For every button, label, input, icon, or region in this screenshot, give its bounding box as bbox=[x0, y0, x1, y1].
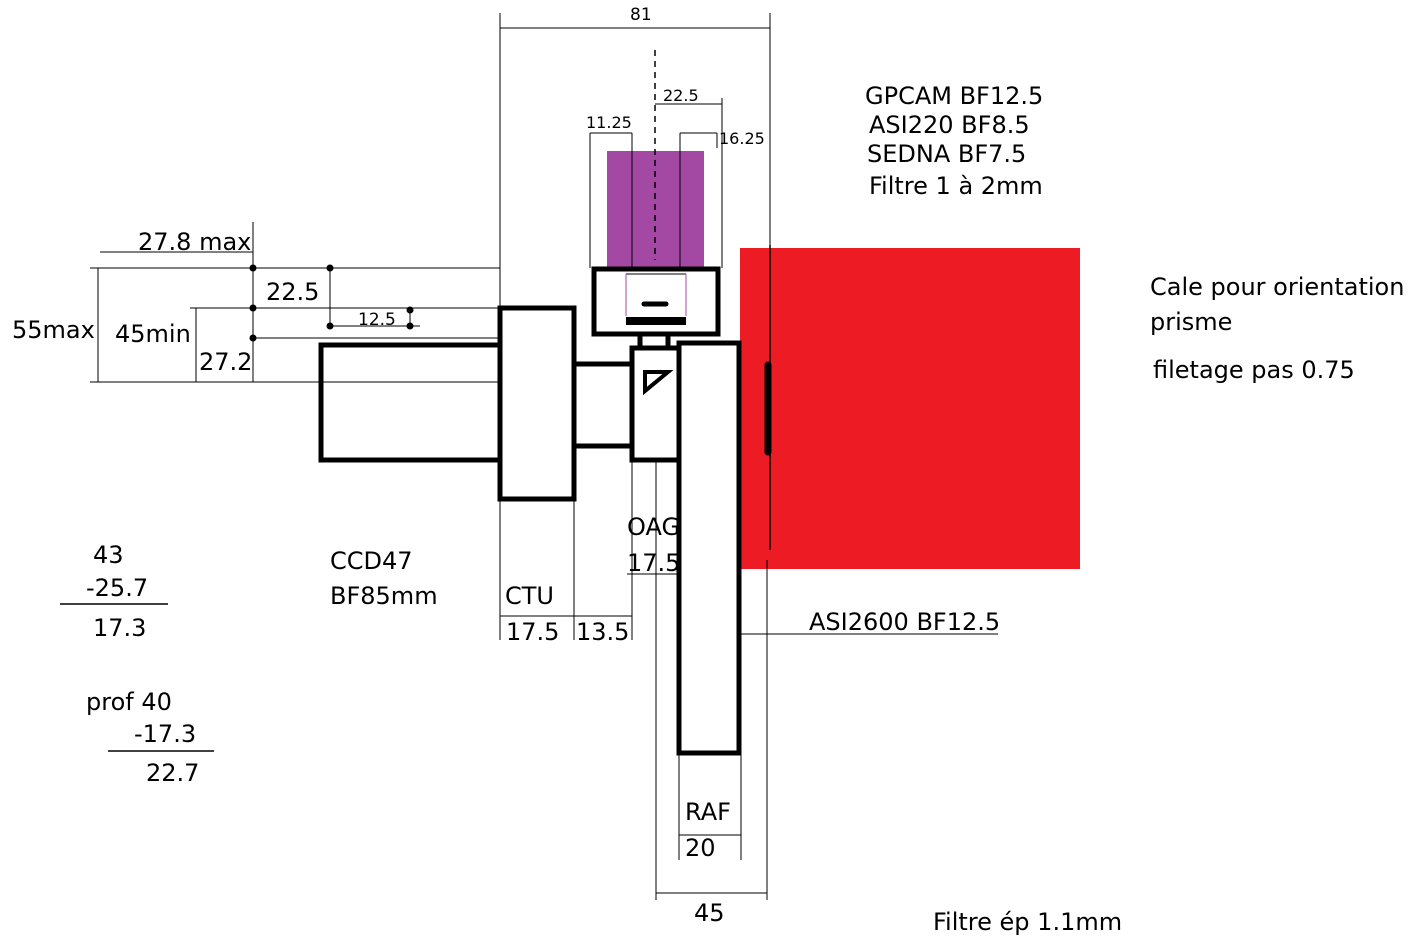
red-shim-block bbox=[740, 248, 1080, 569]
dim-22-5-top-label: 22.5 bbox=[663, 86, 699, 105]
dim-55max-label: 55max bbox=[12, 316, 95, 344]
dim-16-25-label: 16.25 bbox=[719, 129, 765, 148]
ccd47-camera-body bbox=[318, 342, 503, 463]
ctu-dim-label: 17.5 bbox=[506, 618, 559, 646]
filetage-note: filetage pas 0.75 bbox=[1153, 356, 1355, 384]
raf-block bbox=[676, 340, 742, 756]
oag-prism-icon bbox=[643, 370, 674, 396]
calc2-result: 22.7 bbox=[146, 759, 199, 787]
cale-note-line2: prisme bbox=[1150, 308, 1232, 336]
camera-list-item: ASI220 BF8.5 bbox=[869, 111, 1030, 139]
raf-label: RAF bbox=[685, 798, 731, 826]
ctu-label: CTU bbox=[505, 582, 554, 610]
calculation-2: prof 40 -17.3 22.7 bbox=[86, 688, 214, 787]
guide-dimensions: 22.5 11.25 16.25 bbox=[586, 86, 765, 268]
raf-dim-label: 20 bbox=[685, 834, 716, 862]
camera-list-item: SEDNA BF7.5 bbox=[867, 140, 1026, 168]
cale-note-line1: Cale pour orientation bbox=[1150, 273, 1404, 301]
bf85-label: BF85mm bbox=[330, 582, 438, 610]
spacer-block bbox=[571, 361, 635, 449]
lower-dimensions bbox=[499, 446, 998, 900]
dim-22-5-left-label: 22.5 bbox=[266, 278, 319, 306]
ctu-block bbox=[497, 305, 577, 502]
oag-dim-label: 17.5 bbox=[627, 549, 680, 577]
dim-11-25-label: 11.25 bbox=[586, 113, 632, 132]
camera-list-item: Filtre 1 à 2mm bbox=[869, 172, 1043, 200]
camera-list-item: GPCAM BF12.5 bbox=[865, 82, 1043, 110]
dim-45min-label: 45min bbox=[115, 320, 191, 348]
asi2600-label: ASI2600 BF12.5 bbox=[809, 608, 1000, 636]
left-dimensions: 27.8 max 22.5 12.5 55max 45min 27.2 bbox=[12, 222, 500, 383]
dim-45-bottom-label: 45 bbox=[694, 899, 725, 927]
dim-27-8-max-label: 27.8 max bbox=[138, 228, 251, 256]
ccd47-label: CCD47 bbox=[330, 547, 413, 575]
filtre-ep-note: Filtre ép 1.1mm bbox=[933, 908, 1122, 936]
calc2-a: prof 40 bbox=[86, 688, 172, 716]
calc1-a: 43 bbox=[93, 541, 124, 569]
calc1-b: -25.7 bbox=[86, 574, 148, 602]
calc2-b: -17.3 bbox=[134, 720, 196, 748]
dim-12-5-label: 12.5 bbox=[358, 310, 396, 330]
calc1-result: 17.3 bbox=[93, 614, 146, 642]
oag-block bbox=[629, 345, 682, 463]
oag-label: OAG bbox=[627, 513, 680, 541]
calculation-1: 43 -25.7 17.3 bbox=[60, 541, 168, 642]
dim-27-2-label: 27.2 bbox=[199, 348, 252, 376]
spacer-dim-label: 13.5 bbox=[576, 618, 629, 646]
dim-81-label: 81 bbox=[630, 5, 652, 25]
